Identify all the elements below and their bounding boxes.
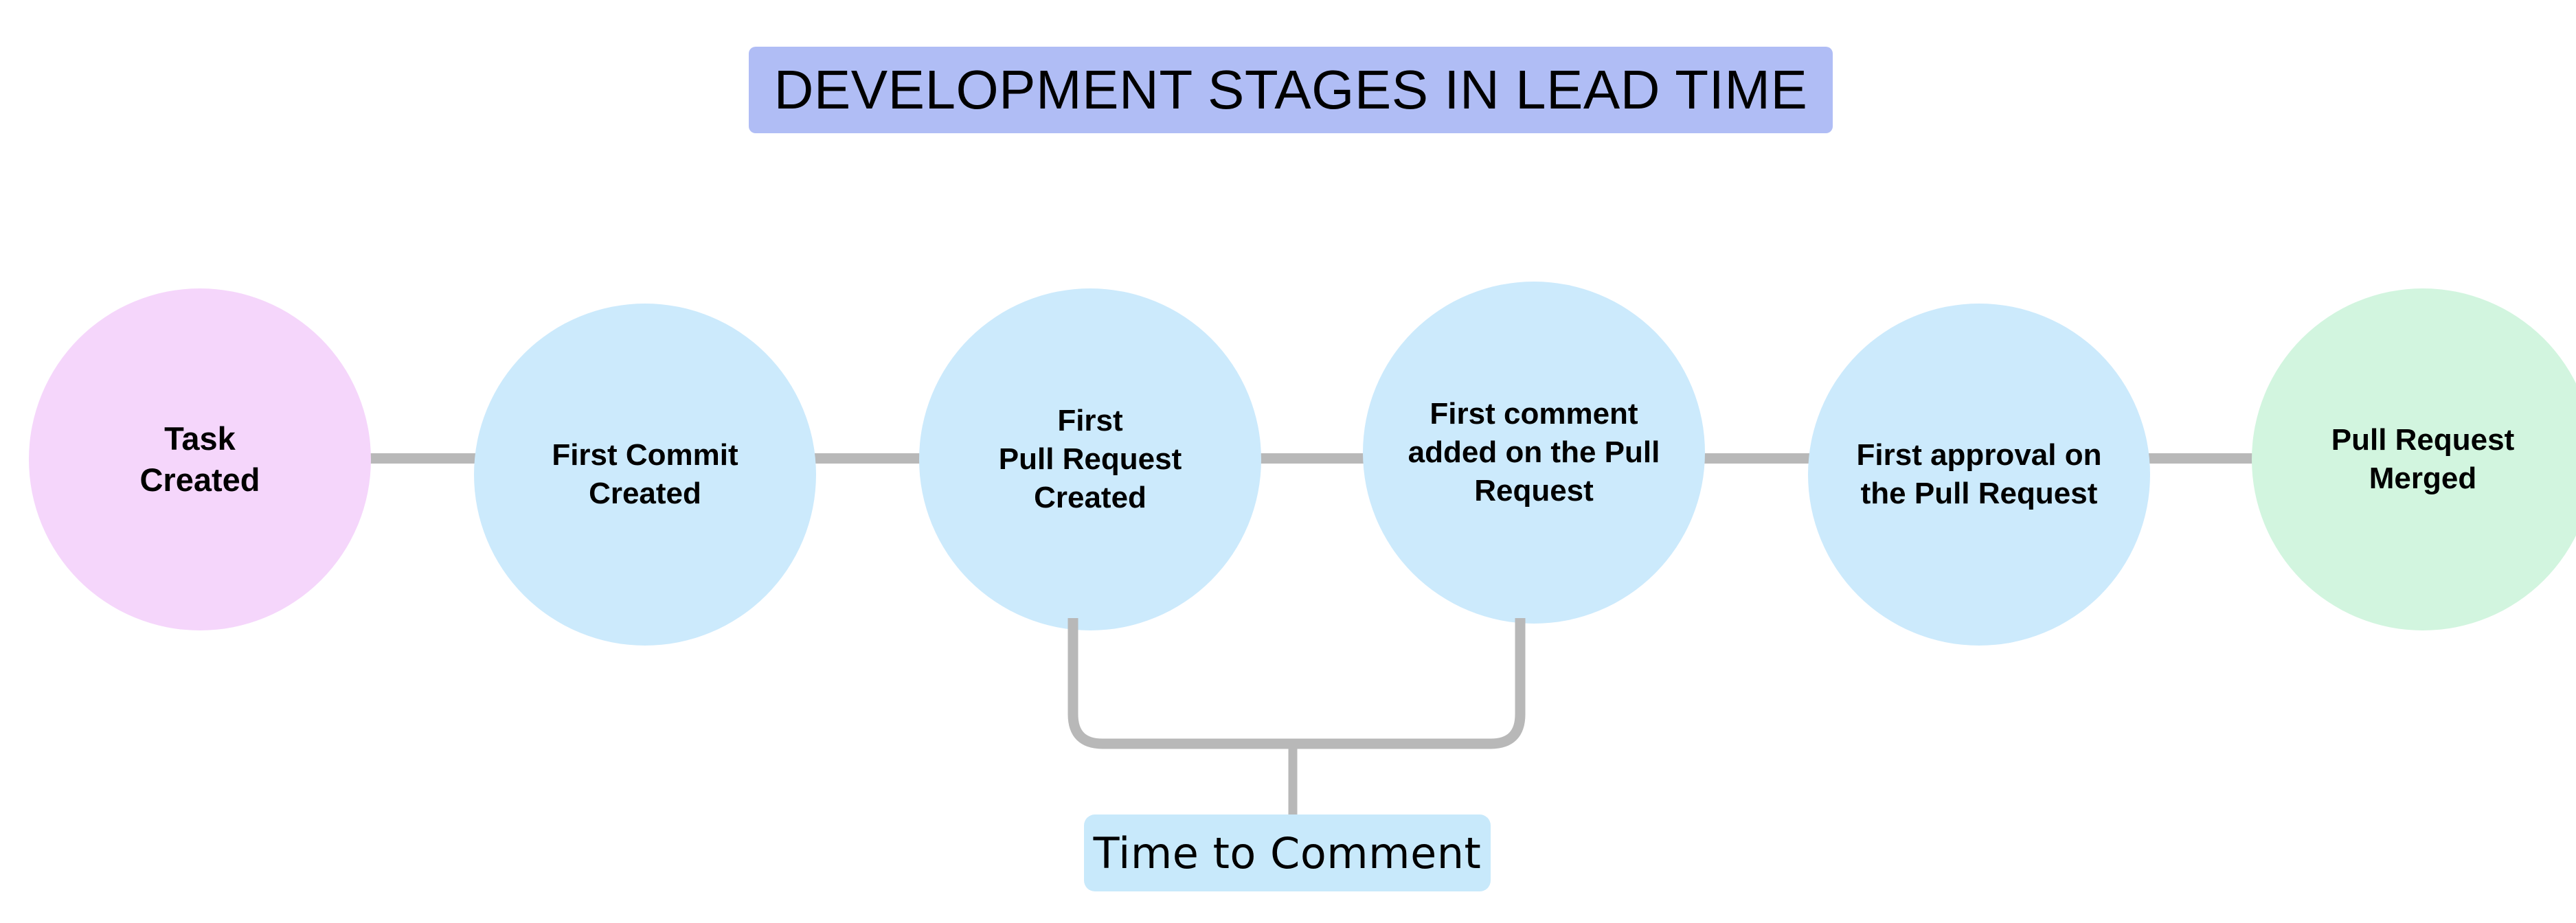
stage-node-label: First Commit Created bbox=[552, 437, 738, 510]
stage-node-label: First comment added on the Pull Request bbox=[1408, 396, 1660, 508]
stage-node-label: Pull Request Merged bbox=[2331, 422, 2515, 495]
stage-node-task-created[interactable]: Task Created bbox=[29, 288, 371, 630]
time-to-comment-label: Time to Comment bbox=[1093, 828, 1482, 878]
stage-node-first-commit-created[interactable]: First Commit Created bbox=[474, 304, 816, 646]
diagram-title-banner: DEVELOPMENT STAGES IN LEAD TIME bbox=[749, 47, 1833, 133]
time-to-comment-label-box[interactable]: Time to Comment bbox=[1084, 814, 1491, 891]
time-to-comment-bracket bbox=[1067, 618, 1526, 817]
stage-node-first-comment-added[interactable]: First comment added on the Pull Request bbox=[1363, 282, 1705, 624]
connector-line-1 bbox=[349, 453, 507, 464]
stage-node-pull-request-merged[interactable]: Pull Request Merged bbox=[2252, 288, 2576, 630]
stage-node-first-approval[interactable]: First approval on the Pull Request bbox=[1808, 304, 2150, 646]
stage-node-label: First Pull Request Created bbox=[998, 403, 1182, 515]
stage-node-label: Task Created bbox=[139, 420, 260, 498]
page-title: DEVELOPMENT STAGES IN LEAD TIME bbox=[773, 59, 1808, 120]
connector-line-3 bbox=[1239, 453, 1397, 464]
connector-line-5 bbox=[2129, 453, 2287, 464]
connector-line-2 bbox=[794, 453, 952, 464]
connector-line-4 bbox=[1684, 453, 1842, 464]
stage-node-first-pull-request-created[interactable]: First Pull Request Created bbox=[919, 288, 1261, 630]
stage-node-label: First approval on the Pull Request bbox=[1856, 437, 2102, 510]
